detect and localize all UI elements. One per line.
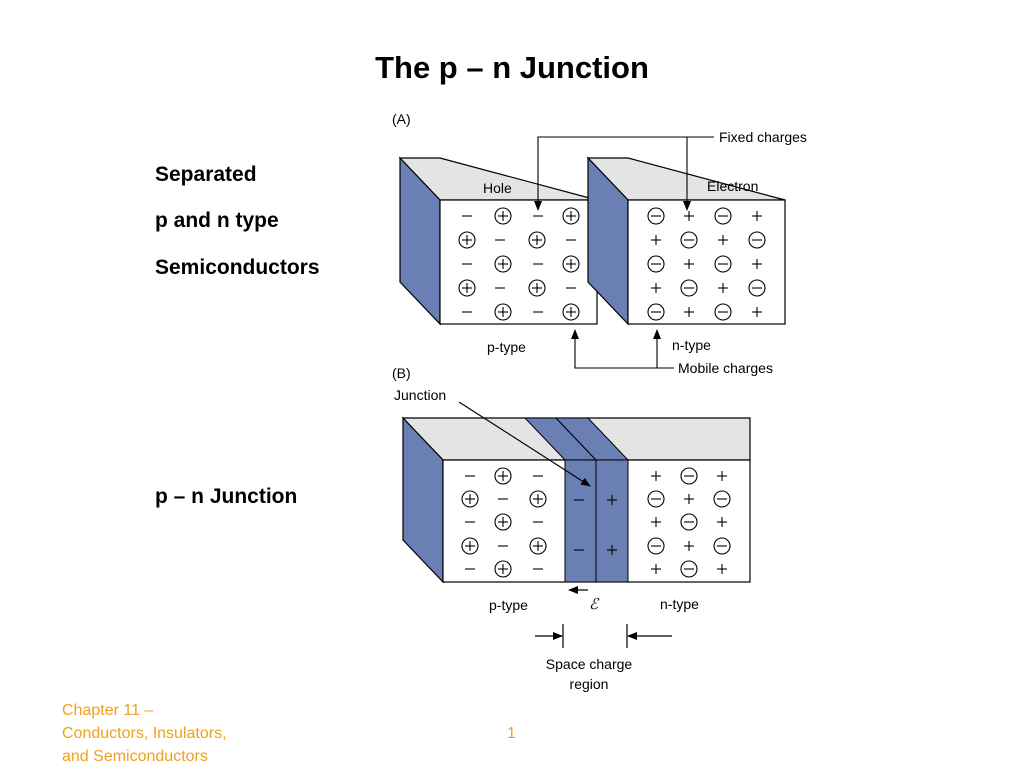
donor-ion-symbol (718, 235, 728, 245)
part-b-label: (B) (392, 365, 411, 381)
hole-symbol (458, 231, 476, 249)
electron-symbol (647, 490, 665, 508)
donor-ion-symbol (651, 564, 661, 574)
footer-chapter: Chapter 11 – Conductors, Insulators, and… (62, 699, 227, 768)
p-type-label-b: p-type (489, 597, 528, 613)
footer-chapter-line1: Chapter 11 – (62, 702, 154, 719)
n-type-label-b: n-type (660, 596, 699, 612)
p-type-label-a: p-type (487, 339, 526, 355)
hole-symbol (494, 513, 512, 531)
side-label-separated: Separated (155, 163, 257, 186)
donor-ion-symbol (684, 541, 694, 551)
hole-symbol (461, 490, 479, 508)
hole-symbol (529, 537, 547, 555)
space-charge-label-line1: Space charge (546, 656, 633, 672)
hole-symbol (528, 279, 546, 297)
hole-symbol (529, 490, 547, 508)
donor-ion-symbol (684, 259, 694, 269)
slide-title: The p – n Junction (375, 50, 649, 85)
electron-symbol (647, 207, 665, 225)
donor-ion-symbol (607, 495, 617, 505)
hole-symbol (562, 207, 580, 225)
hole-symbol (461, 537, 479, 555)
hole-symbol (494, 255, 512, 273)
hole-symbol (494, 560, 512, 578)
hole-symbol (494, 303, 512, 321)
donor-ion-symbol (651, 235, 661, 245)
donor-ion-symbol (607, 545, 617, 555)
electron-symbol (680, 231, 698, 249)
electron-symbol (714, 255, 732, 273)
hole-symbol (494, 467, 512, 485)
footer-chapter-line3: and Semiconductors (62, 748, 208, 765)
electric-field-symbol: ℰ (589, 596, 600, 613)
hole-symbol (494, 207, 512, 225)
donor-ion-symbol (752, 259, 762, 269)
donor-ion-symbol (717, 564, 727, 574)
electron-symbol (748, 231, 766, 249)
donor-ion-symbol (752, 307, 762, 317)
donor-ion-symbol (718, 283, 728, 293)
donor-ion-symbol (684, 494, 694, 504)
donor-ion-symbol (717, 517, 727, 527)
fixed-charges-label: Fixed charges (719, 129, 807, 145)
donor-ion-symbol (717, 471, 727, 481)
junction-leader-arrow (458, 401, 591, 487)
hole-symbol (458, 279, 476, 297)
side-label-p-and-n: p and n type (155, 209, 279, 232)
electron-symbol (713, 537, 731, 555)
hole-symbol (528, 231, 546, 249)
donor-ion-symbol (752, 211, 762, 221)
part-a-label: (A) (392, 111, 411, 127)
electron-symbol (680, 279, 698, 297)
fixed-charges-arrow-p (534, 136, 714, 211)
electron-symbol (680, 467, 698, 485)
mobile-charges-label: Mobile charges (678, 360, 773, 376)
depletion-front-p (564, 459, 597, 583)
electron-symbol (647, 303, 665, 321)
depletion-front-n (595, 459, 629, 583)
space-charge-markers (535, 624, 672, 648)
electron-symbol (714, 303, 732, 321)
side-label-pn-junction: p – n Junction (155, 485, 298, 508)
footer-page-number: 1 (507, 725, 516, 742)
p-block-a-front (439, 199, 598, 325)
hole-symbol (562, 255, 580, 273)
charges-part-b (461, 467, 731, 578)
footer-chapter-line2: Conductors, Insulators, (62, 725, 227, 742)
mobile-charges-leaders (571, 329, 674, 369)
n-block-a-front (627, 199, 786, 325)
hole-label: Hole (483, 180, 512, 196)
donor-ion-symbol (684, 307, 694, 317)
electron-symbol (713, 490, 731, 508)
electron-label: Electron (707, 178, 758, 194)
donor-ion-symbol (684, 211, 694, 221)
side-label-semiconductors: Semiconductors (155, 256, 320, 279)
electron-symbol (680, 513, 698, 531)
electron-symbol (680, 560, 698, 578)
junction-label: Junction (394, 387, 446, 403)
electron-symbol (647, 537, 665, 555)
donor-ion-symbol (651, 471, 661, 481)
fixed-charges-leaders (534, 136, 714, 211)
hole-symbol (562, 303, 580, 321)
mobile-charges-arrow-p (571, 329, 674, 369)
electron-symbol (647, 255, 665, 273)
donor-ion-symbol (651, 283, 661, 293)
electron-symbol (714, 207, 732, 225)
charges-part-a (458, 207, 766, 321)
space-charge-label-line2: region (570, 676, 609, 692)
donor-ion-symbol (651, 517, 661, 527)
electron-symbol (748, 279, 766, 297)
n-type-label-a: n-type (672, 337, 711, 353)
